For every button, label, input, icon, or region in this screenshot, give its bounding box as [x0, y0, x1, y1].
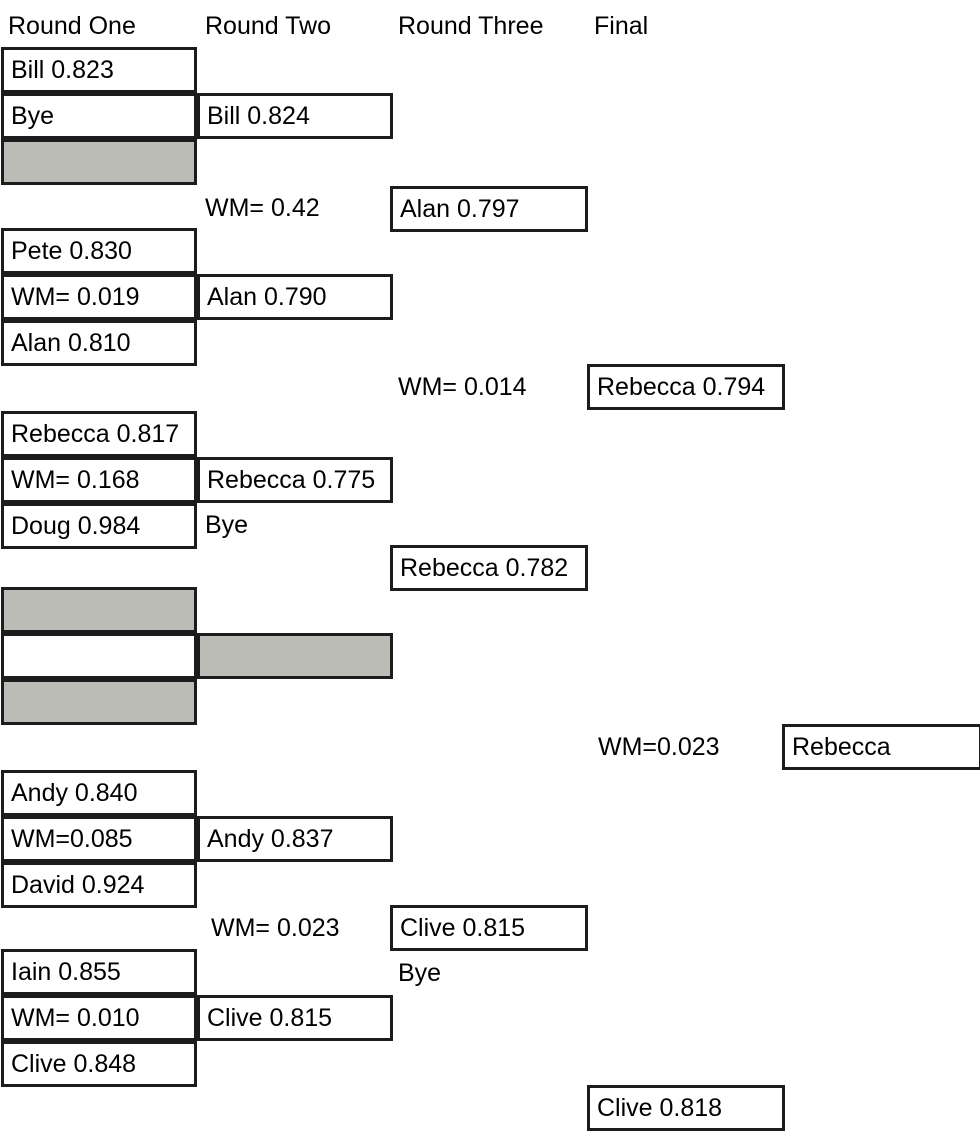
r1-pete[interactable]: Pete 0.830 — [1, 228, 197, 274]
column-header-3: Final — [594, 12, 649, 40]
r2-andy[interactable]: Andy 0.837 — [197, 816, 393, 862]
r1-wm-019[interactable]: WM= 0.019 — [1, 274, 197, 320]
r1-bye-1[interactable]: Bye — [1, 93, 197, 139]
r1-david[interactable]: David 0.924 — [1, 862, 197, 908]
r1-wm-085[interactable]: WM=0.085 — [1, 816, 197, 862]
column-header-0: Round One — [8, 12, 136, 40]
wm-023-top: WM=0.023 — [598, 732, 720, 761]
r2-shaded-1[interactable] — [197, 633, 393, 679]
column-header-1: Round Two — [205, 12, 332, 40]
wm-014: WM= 0.014 — [398, 372, 527, 401]
champion-rebecca[interactable]: Rebecca — [782, 724, 980, 770]
column-header-2: Round Three — [398, 12, 544, 40]
r1-iain[interactable]: Iain 0.855 — [1, 949, 197, 995]
r1-andy[interactable]: Andy 0.840 — [1, 770, 197, 816]
r1-empty[interactable] — [1, 633, 197, 679]
r1-shaded-1[interactable] — [1, 139, 197, 185]
r3-bye: Bye — [398, 958, 442, 987]
r2-bye: Bye — [205, 510, 249, 539]
r2-alan[interactable]: Alan 0.790 — [197, 274, 393, 320]
wm-023-bot: WM= 0.023 — [211, 913, 340, 942]
r1-clive[interactable]: Clive 0.848 — [1, 1041, 197, 1087]
r2-rebecca-775[interactable]: Rebecca 0.775 — [197, 457, 393, 503]
r3-alan[interactable]: Alan 0.797 — [390, 186, 588, 232]
r2-bill[interactable]: Bill 0.824 — [197, 93, 393, 139]
r1-shaded-2[interactable] — [1, 587, 197, 633]
r1-bill[interactable]: Bill 0.823 — [1, 47, 197, 93]
final-clive-818[interactable]: Clive 0.818 — [587, 1085, 785, 1131]
r1-rebecca[interactable]: Rebecca 0.817 — [1, 411, 197, 457]
r1-wm-168[interactable]: WM= 0.168 — [1, 457, 197, 503]
r2-clive-815[interactable]: Clive 0.815 — [197, 995, 393, 1041]
r3-clive-815[interactable]: Clive 0.815 — [390, 905, 588, 951]
r3-rebecca-782[interactable]: Rebecca 0.782 — [390, 545, 588, 591]
r1-alan[interactable]: Alan 0.810 — [1, 320, 197, 366]
r1-doug[interactable]: Doug 0.984 — [1, 503, 197, 549]
final-rebecca-794[interactable]: Rebecca 0.794 — [587, 364, 785, 410]
r1-wm-010[interactable]: WM= 0.010 — [1, 995, 197, 1041]
wm-042: WM= 0.42 — [205, 193, 320, 222]
r1-shaded-3[interactable] — [1, 679, 197, 725]
